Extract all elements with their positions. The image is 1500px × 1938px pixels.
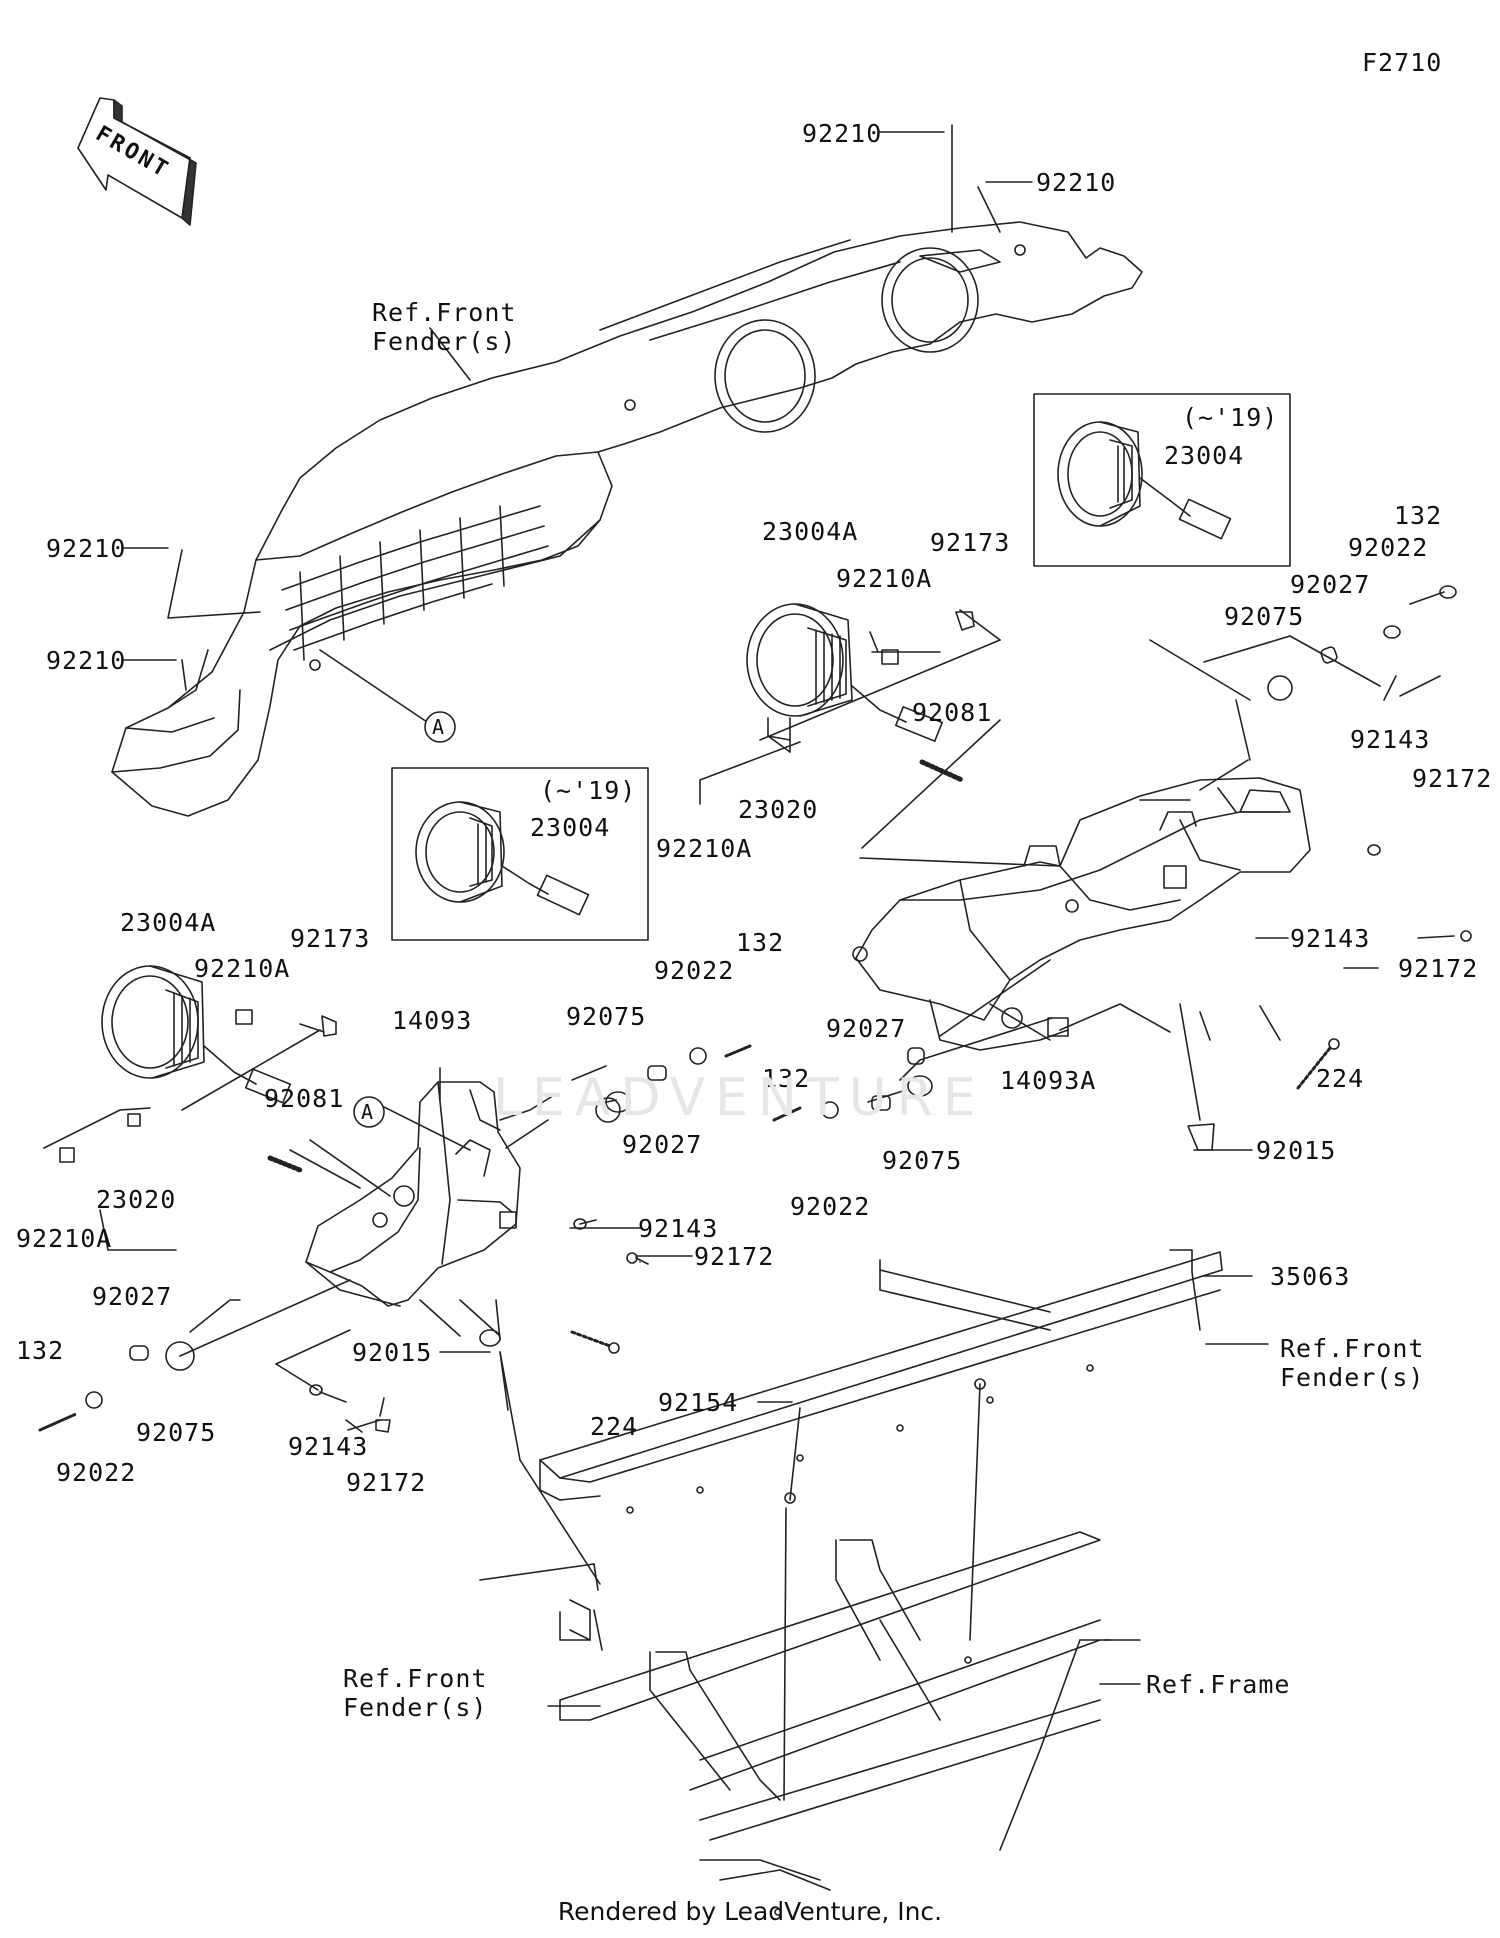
part-label-92172-right-top: 92172 bbox=[1412, 764, 1493, 793]
callout-a-circle-left bbox=[353, 1096, 385, 1128]
part-label-92027-center-right: 92027 bbox=[826, 1014, 907, 1043]
part-label-92075-center-top: 92075 bbox=[566, 1002, 647, 1031]
part-label-92210-left1: 92210 bbox=[46, 534, 127, 563]
frame-crossmember-drawing bbox=[539, 1249, 1223, 1916]
ref-front-fender-top: Ref.Front Fender(s) bbox=[372, 298, 517, 356]
part-label-92015-right: 92015 bbox=[1256, 1136, 1337, 1165]
part-label-92075-center-right: 92075 bbox=[882, 1146, 963, 1175]
callout-a-label-left: A bbox=[361, 1100, 375, 1124]
part-label-92027-left: 92027 bbox=[92, 1282, 173, 1311]
part-label-92075-left: 92075 bbox=[136, 1418, 217, 1447]
headlight-drawing-inset-2 bbox=[415, 801, 590, 916]
inset-note-left: (~'19) bbox=[540, 776, 637, 805]
part-label-92027-center-top: 92027 bbox=[622, 1130, 703, 1159]
part-label-132-center-top: 132 bbox=[736, 928, 785, 957]
headlight-23004a-right-drawing bbox=[746, 603, 944, 742]
part-label-92172-left-bottom: 92172 bbox=[346, 1468, 427, 1497]
ref-front-fender-bottom: Ref.Front Fender(s) bbox=[343, 1664, 488, 1722]
headlight-drawing-inset-1 bbox=[1057, 421, 1232, 540]
part-label-92022-right-top: 92022 bbox=[1348, 533, 1429, 562]
part-label-224-right: 224 bbox=[1316, 1064, 1365, 1093]
part-label-92027-right-top: 92027 bbox=[1290, 570, 1371, 599]
part-label-92022-left: 92022 bbox=[56, 1458, 137, 1487]
footer-credit: Rendered by LeadVenture, Inc. bbox=[557, 1897, 943, 1926]
part-label-132-left: 132 bbox=[16, 1336, 65, 1365]
ref-frame: Ref.Frame bbox=[1146, 1670, 1291, 1699]
part-label-92172-right-mid: 92172 bbox=[1398, 954, 1479, 983]
part-label-23004a-left: 23004A bbox=[120, 908, 217, 937]
part-label-23020-left: 23020 bbox=[96, 1185, 177, 1214]
callout-a-circle-top bbox=[424, 711, 456, 743]
part-label-14093: 14093 bbox=[392, 1006, 473, 1035]
part-label-92210-left2: 92210 bbox=[46, 646, 127, 675]
ref-front-fender-right: Ref.Front Fender(s) bbox=[1280, 1334, 1425, 1392]
part-label-132-right-top: 132 bbox=[1394, 501, 1443, 530]
part-label-92143-left-bottom: 92143 bbox=[288, 1432, 369, 1461]
inset-note-right: (~'19) bbox=[1182, 403, 1279, 432]
part-label-92154: 92154 bbox=[658, 1388, 739, 1417]
part-label-92015-left: 92015 bbox=[352, 1338, 433, 1367]
part-label-92210a-right-top: 92210A bbox=[836, 564, 933, 593]
front-fender-drawing bbox=[111, 221, 1143, 817]
part-label-92210-top1: 92210 bbox=[802, 119, 883, 148]
figure-code: F2710 bbox=[1362, 48, 1443, 77]
bracket-14093-drawing bbox=[305, 1081, 521, 1307]
part-label-92075-right-top: 92075 bbox=[1224, 602, 1305, 631]
part-label-92210a-left-top: 92210A bbox=[194, 954, 291, 983]
part-label-92210a-left-bottom: 92210A bbox=[16, 1224, 113, 1253]
part-label-92022-center-right: 92022 bbox=[790, 1192, 871, 1221]
part-label-23004a-right: 23004A bbox=[762, 517, 859, 546]
part-label-92143-right-top: 92143 bbox=[1350, 725, 1431, 754]
headlight-23004a-left-drawing bbox=[59, 965, 292, 1163]
part-label-92022-center-top: 92022 bbox=[654, 956, 735, 985]
part-label-92210a-right-bottom: 92210A bbox=[656, 834, 753, 863]
part-label-23004-inset-right: 23004 bbox=[1164, 441, 1245, 470]
part-label-92210-top2: 92210 bbox=[1036, 168, 1117, 197]
part-label-224-left: 224 bbox=[590, 1412, 639, 1441]
part-label-14093a: 14093A bbox=[1000, 1066, 1097, 1095]
part-label-92081-left: 92081 bbox=[264, 1084, 345, 1113]
watermark: LEADVENTURE bbox=[493, 1068, 986, 1128]
part-label-92143-left-mid: 92143 bbox=[638, 1214, 719, 1243]
part-label-92143-right-mid: 92143 bbox=[1290, 924, 1371, 953]
part-label-92173-left: 92173 bbox=[290, 924, 371, 953]
part-label-23004-inset-left: 23004 bbox=[530, 813, 611, 842]
part-label-92173-right: 92173 bbox=[930, 528, 1011, 557]
part-label-23020-right: 23020 bbox=[738, 795, 819, 824]
part-label-132-center-right: 132 bbox=[762, 1064, 811, 1093]
part-label-92081-right: 92081 bbox=[912, 698, 993, 727]
front-arrow-icon bbox=[77, 97, 197, 226]
part-label-92172-left-mid: 92172 bbox=[694, 1242, 775, 1271]
callout-a-label-top: A bbox=[432, 715, 446, 739]
bracket-14093a-drawing bbox=[852, 777, 1311, 1051]
part-label-35063: 35063 bbox=[1270, 1262, 1351, 1291]
